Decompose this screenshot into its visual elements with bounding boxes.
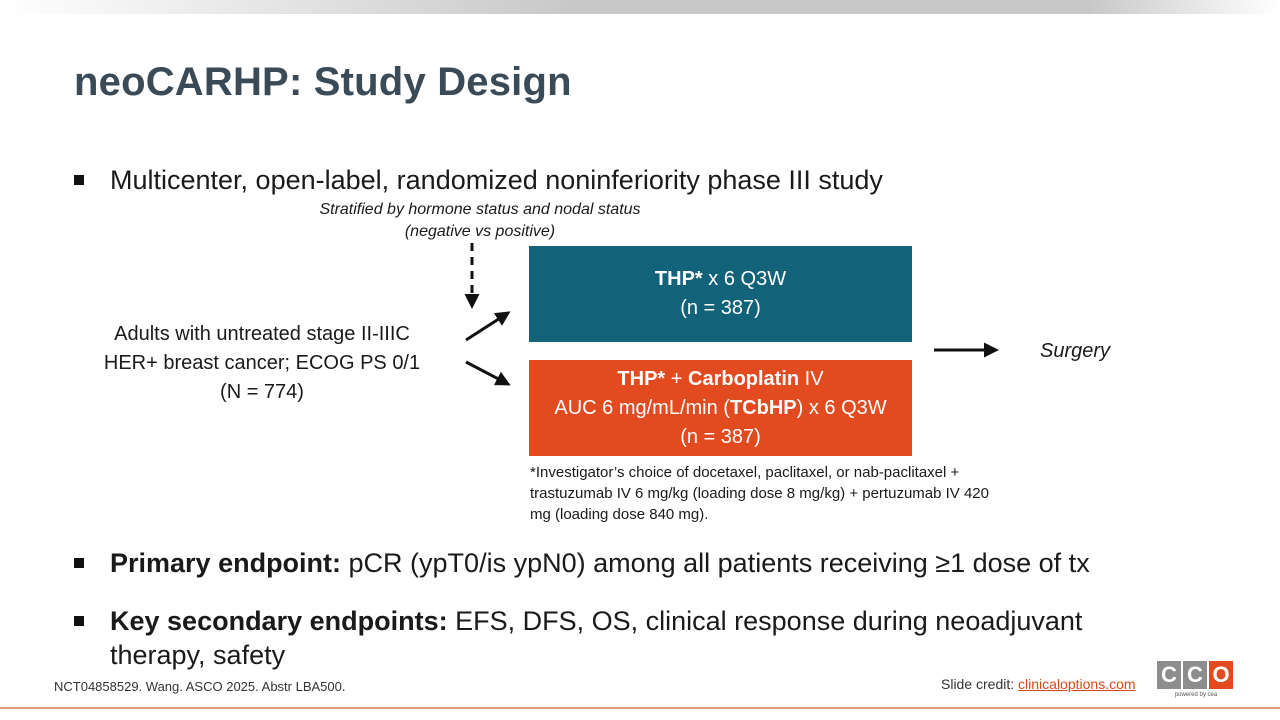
logo-letter: O — [1209, 661, 1233, 689]
bullet-study-type: Multicenter, open-label, randomized noni… — [74, 163, 883, 197]
population-box: Adults with untreated stage II-IIIC HER+… — [103, 323, 421, 403]
bottom-divider — [0, 707, 1280, 709]
arm-thp-box: THP* x 6 Q3W (n = 387) — [529, 246, 912, 342]
randomization-arrow-lower — [465, 360, 511, 386]
slide-credit: Slide credit: clinicaloptions.com — [941, 676, 1136, 692]
slide-title: neoCARHP: Study Design — [74, 60, 572, 104]
bullet-text: Key secondary endpoints: EFS, DFS, OS, c… — [110, 606, 1083, 670]
arm-tcbhp-box: THP* + Carboplatin IV AUC 6 mg/mL/min (T… — [529, 360, 912, 456]
top-gradient-bar — [0, 0, 1280, 14]
surgery-label: Surgery — [1040, 340, 1111, 362]
bullet-secondary-endpoints: Key secondary endpoints: EFS, DFS, OS, c… — [74, 604, 1154, 672]
cco-logo: C C O powered by cea — [1157, 661, 1235, 706]
bullet-text: Multicenter, open-label, randomized noni… — [110, 165, 883, 195]
bullet-text: Primary endpoint: pCR (ypT0/is ypN0) amo… — [110, 548, 1090, 578]
logo-tagline: powered by cea — [1174, 692, 1218, 698]
logo-letter: C — [1157, 661, 1181, 689]
bullet-square-icon — [74, 558, 84, 568]
regimen-footnote: *Investigator’s choice of docetaxel, pac… — [530, 464, 989, 523]
bullet-square-icon — [74, 175, 84, 185]
bullet-primary-endpoint: Primary endpoint: pCR (ypT0/is ypN0) amo… — [74, 546, 1224, 580]
logo-letter: C — [1183, 661, 1207, 689]
stratification-note: Stratified by hormone status and nodal s… — [319, 201, 641, 240]
bullet-square-icon — [74, 616, 84, 626]
clinicaloptions-link[interactable]: clinicaloptions.com — [1018, 676, 1136, 692]
citation: NCT04858529. Wang. ASCO 2025. Abstr LBA5… — [54, 679, 346, 694]
randomization-arrow-upper — [465, 311, 511, 342]
